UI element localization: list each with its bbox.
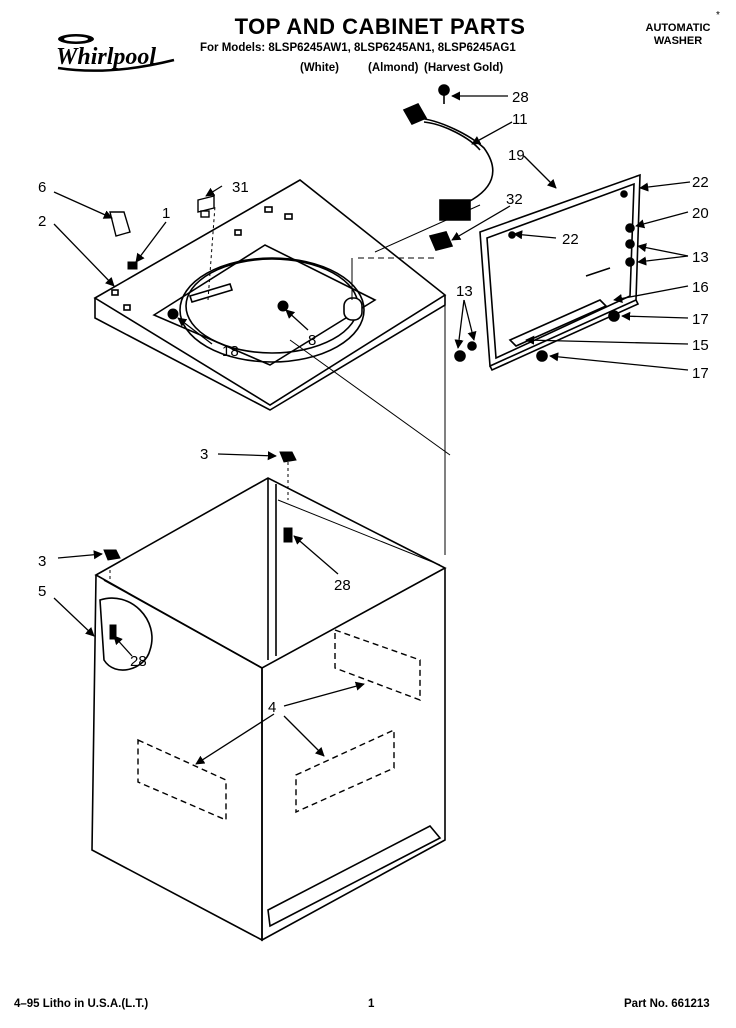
callout-2: 2 xyxy=(38,213,46,230)
washer-top xyxy=(93,179,447,411)
color-harvest-label: (Harvest Gold) xyxy=(424,62,504,74)
color-white-label: (White) xyxy=(300,62,339,74)
callout-22b: 22 xyxy=(562,231,579,248)
models-line: For Models: 8LSP6245AW1, 8LSP6245AN1, 8L… xyxy=(200,42,516,54)
top-hardware xyxy=(109,195,289,320)
callout-20: 20 xyxy=(692,205,709,222)
litho-info: 4–95 Litho in U.S.A.(L.T.) xyxy=(14,998,149,1010)
callout-15: 15 xyxy=(692,337,709,354)
callout-3a: 3 xyxy=(200,446,208,463)
callout-19: 19 xyxy=(508,147,525,164)
callout-28b: 28 xyxy=(334,577,351,594)
washer-cabinet xyxy=(91,477,447,942)
cabinet-cutouts xyxy=(137,629,421,822)
callout-31: 31 xyxy=(232,179,249,196)
callout-17a: 17 xyxy=(692,311,709,328)
brand-logo xyxy=(57,34,175,72)
callout-4: 4 xyxy=(268,699,276,716)
callout-8: 8 xyxy=(308,332,316,349)
callout-28c: 28 xyxy=(130,653,147,670)
color-almond-label: (Almond) xyxy=(368,62,419,74)
callout-18: 18 xyxy=(222,343,239,360)
product-type-line1: AUTOMATIC xyxy=(645,22,711,34)
callout-22a: 22 xyxy=(692,174,709,191)
callout-3b: 3 xyxy=(38,553,46,570)
brand-logo-text: Whirlpool xyxy=(56,44,157,70)
callout-11: 11 xyxy=(512,111,528,128)
product-type: AUTOMATIC WASHER xyxy=(628,22,728,48)
callout-32: 32 xyxy=(506,191,523,208)
callout-16: 16 xyxy=(692,279,709,296)
callout-13b: 13 xyxy=(456,283,473,300)
part-number: Part No. 661213 xyxy=(624,998,710,1010)
callout-13a: 13 xyxy=(692,249,709,266)
page-title: TOP AND CABINET PARTS xyxy=(234,14,526,39)
callout-1: 1 xyxy=(162,205,170,222)
product-type-line2: WASHER xyxy=(653,35,703,47)
callout-6: 6 xyxy=(38,179,46,196)
callout-labels: 28 11 19 32 22 22 20 13 16 17 15 17 13 6… xyxy=(38,89,709,716)
callout-28a: 28 xyxy=(512,89,529,106)
callout-17b: 17 xyxy=(692,365,709,382)
callout-5: 5 xyxy=(38,583,46,600)
asterisk-mark: * xyxy=(716,10,720,21)
page-number: 1 xyxy=(368,998,375,1010)
cabinet-hardware xyxy=(103,451,297,640)
callout-arrows xyxy=(53,91,691,765)
lid-switch-harness xyxy=(402,84,494,251)
